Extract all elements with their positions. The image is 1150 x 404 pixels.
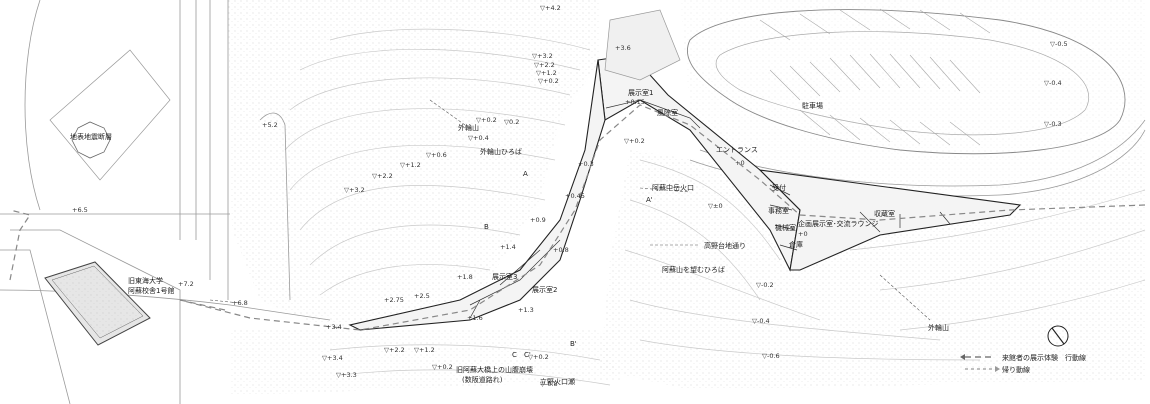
elev-02e: ▽0.2 (504, 118, 519, 126)
label-exhibit1: 展示室1 (628, 88, 653, 97)
legend-text-2: 帰り動線 (1002, 365, 1030, 374)
old-university-building (44, 261, 151, 346)
label-sokozako: 倉庫 (789, 240, 803, 249)
label-gairin-a: 外輪山 (458, 123, 479, 132)
elev-045: +0.45 (565, 192, 585, 200)
label-crater: 阿蘇中岳火口 (652, 183, 694, 192)
elev-22: ▽+2.2 (534, 61, 555, 69)
elev-m03: ▽-0.3 (1044, 120, 1062, 128)
label-tateno: 立野火口瀬 (540, 377, 575, 386)
elev-34b: ▽+3.4 (322, 354, 343, 362)
leader-lines (209, 99, 931, 321)
plan-labels: 阿蘇中岳火口 高野台地通り 阿蘇山を望むひろば 外輪山ひろば 外輪山 外輪山 駐… (70, 88, 1086, 386)
route-legend (960, 354, 1000, 372)
label-jimushitsu: 事務室 (768, 206, 789, 215)
legend-text-1: 来館者の展示体験 行動線 (1002, 353, 1086, 362)
elev-68: +6.8 (232, 299, 248, 307)
elev-m04: ▽-0.4 (752, 317, 770, 325)
label-entrance: エントランス (716, 146, 758, 154)
elev-m06: ▽-0.6 (762, 352, 780, 360)
elev-0: +0 (735, 159, 745, 167)
label-aso-view: 阿蘇山を望むひろば (662, 265, 725, 274)
elev-65: +6.5 (72, 206, 88, 214)
label-bridge-1: 旧阿蘇大橋上の山腹崩壊 (456, 365, 533, 374)
fault-marker (71, 121, 111, 159)
elev-x0: ▽±0 (708, 202, 723, 210)
section-b2: B' (570, 340, 577, 348)
section-c2: C' (524, 351, 531, 359)
elev-m02: ▽-0.2 (756, 281, 774, 289)
label-lounge: 企画展示室･交流ラウンジ (798, 219, 879, 228)
label-takano: 高野台地通り (704, 241, 746, 250)
elev-m02b: ▽+0.2 (476, 116, 497, 124)
label-gairin-b: 外輪山 (928, 323, 949, 332)
visitor-route (9, 104, 1146, 331)
elev-12c: ▽+1.2 (414, 346, 435, 354)
fault-lot (49, 49, 171, 181)
left-roads (0, 0, 331, 404)
section-b: B (484, 223, 489, 231)
elev-32b: ▽+3.2 (344, 186, 365, 194)
elev-08: +0.8 (553, 246, 569, 254)
elev-16: +1.6 (467, 314, 483, 322)
label-shukou: 収蔵室 (874, 209, 895, 218)
elev-12: ▽+1.2 (536, 69, 557, 77)
label-parking: 駐車場 (802, 101, 823, 110)
elev-13: +1.3 (518, 306, 534, 314)
elev-36: +3.6 (615, 44, 631, 52)
elev-14: +1.4 (500, 243, 516, 251)
elev-18: +1.8 (457, 273, 473, 281)
elev-25: +2.5 (414, 292, 430, 300)
elev-04: ▽+0.4 (468, 134, 489, 142)
terrain-stipple (228, 0, 1145, 396)
elev-06: ▽+0.6 (426, 151, 447, 159)
parking-lot (686, 8, 1126, 155)
elev-72: +7.2 (178, 280, 194, 288)
entry-court (604, 9, 681, 81)
label-kigyo: 風除室 (657, 108, 678, 117)
label-uketsuke: 受付 (772, 183, 786, 192)
label-exhibit2: 展示室2 (532, 285, 557, 294)
elev-0b: +0 (798, 230, 808, 238)
elev-33: ▽+3.3 (336, 371, 357, 379)
elev-34: +3.4 (326, 323, 342, 331)
elev-275: +2.75 (384, 296, 404, 304)
elev-22b: ▽+2.2 (372, 172, 393, 180)
elev-02: ▽+0.2 (538, 77, 559, 85)
elev-015: +0.15 (625, 98, 645, 106)
elev-top: ▽+4.2 (540, 4, 561, 12)
elevation-marks: ▽+4.2 +3.6 ▽+3.2 ▽+2.2 ▽+1.2 ▽+0.2 +0.15… (72, 4, 1068, 388)
elev-12b: ▽+1.2 (400, 161, 421, 169)
elev-22c: ▽+2.2 (384, 346, 405, 354)
access-road-inner (699, 119, 1146, 187)
section-c: C (512, 351, 517, 359)
elev-02d: ▽+0.2 (432, 363, 453, 371)
label-kikai: 機械室 (775, 223, 796, 232)
north-arrow-icon (1047, 325, 1069, 347)
elev-02b: ▽+0.2 (624, 137, 645, 145)
label-bridge-2: (数阪道路れ) (462, 375, 503, 384)
section-a2: A' (646, 196, 653, 204)
label-fault: 地表地震断層 (70, 132, 112, 141)
contour-lines (284, 28, 1146, 386)
elev-32: ▽+3.2 (532, 52, 553, 60)
label-tokai-1: 旧東海大学 (128, 276, 163, 285)
elev-m04b: ▽-0.4 (1044, 79, 1062, 87)
label-tokai-2: 阿蘇校舎1号館 (128, 286, 174, 295)
elev-03: +0.3 (578, 160, 594, 168)
elev-02c: ▽+0.2 (528, 353, 549, 361)
label-exhibit3: 展示室3 (492, 272, 517, 281)
elev-m08: ▽-0.8 (540, 380, 558, 388)
elev-52: +5.2 (262, 121, 278, 129)
label-gairin-hiroba: 外輪山ひろば (480, 147, 522, 156)
section-a: A (523, 170, 528, 178)
elev-m05: ▽-0.5 (1050, 40, 1068, 48)
elev-09: +0.9 (530, 216, 546, 224)
